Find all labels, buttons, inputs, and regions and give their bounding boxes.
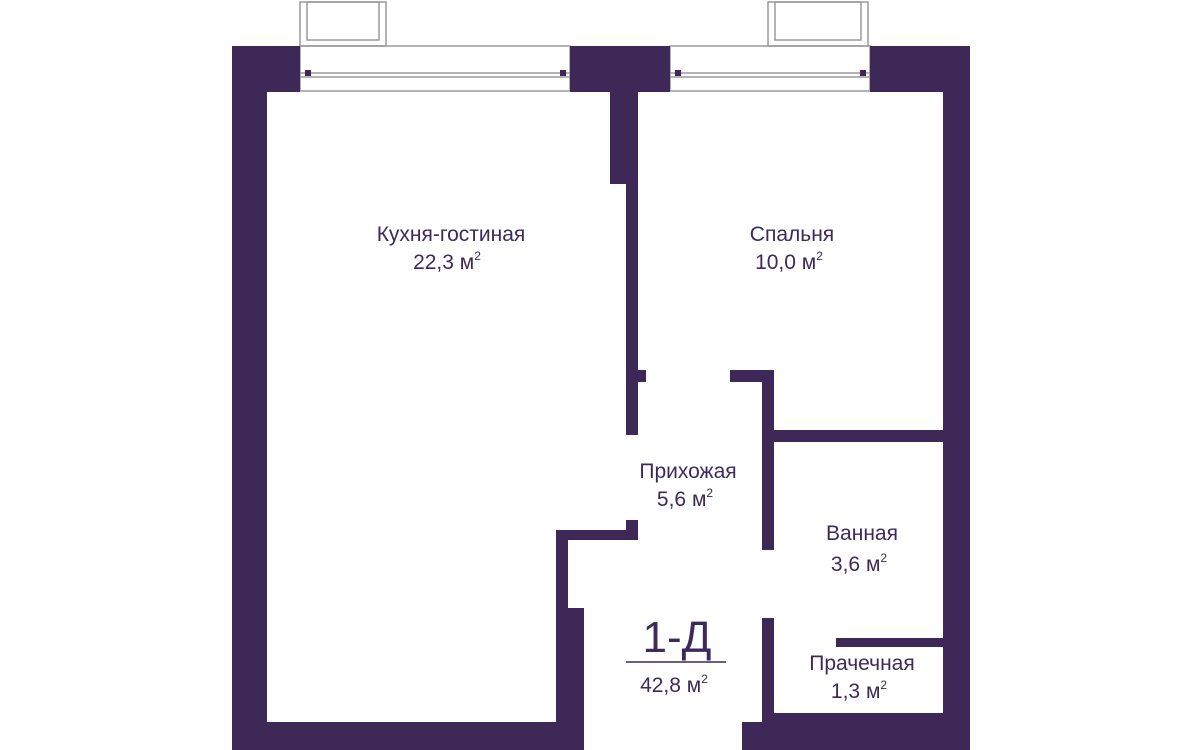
room-area-kitchen-living: 22,3 м2 bbox=[413, 249, 481, 274]
window-right bbox=[669, 45, 871, 92]
laundry-wall-bottom bbox=[762, 713, 970, 750]
walls bbox=[232, 46, 970, 750]
hall-wall-block bbox=[556, 608, 584, 750]
room-area-hallway: 5,6 м2 bbox=[657, 486, 713, 511]
room-area-bathroom: 3,6 м2 bbox=[831, 551, 887, 576]
room-name-kitchen-living: Кухня-гостиная bbox=[377, 223, 526, 246]
balcony-right-inner bbox=[774, 1, 862, 41]
apartment-total-area: 42,8 м2 bbox=[640, 672, 708, 697]
bath-wall-top bbox=[762, 430, 970, 442]
room-name-bedroom: Спальня bbox=[750, 223, 834, 246]
hall-wall-top bbox=[556, 530, 638, 540]
wall-bottom-left bbox=[232, 722, 584, 750]
room-area-laundry: 1,3 м2 bbox=[831, 678, 887, 703]
partition-notch bbox=[626, 370, 646, 382]
window-left bbox=[299, 45, 571, 92]
balcony-left-inner bbox=[306, 1, 380, 41]
bath-wall-vertical bbox=[762, 370, 774, 550]
window-markers bbox=[305, 70, 866, 76]
room-area-bedroom: 10,0 м2 bbox=[755, 249, 823, 274]
wall-right bbox=[943, 46, 970, 750]
wall-left bbox=[232, 46, 267, 750]
room-name-bathroom: Ванная bbox=[826, 522, 898, 545]
apartment-code: 1-Д bbox=[643, 613, 712, 662]
room-name-laundry: Прачечная bbox=[809, 652, 915, 675]
laundry-wall-top bbox=[836, 638, 970, 647]
partition-main bbox=[626, 92, 638, 435]
room-name-hallway: Прихожая bbox=[639, 460, 736, 483]
wall-top-middle bbox=[570, 46, 670, 92]
